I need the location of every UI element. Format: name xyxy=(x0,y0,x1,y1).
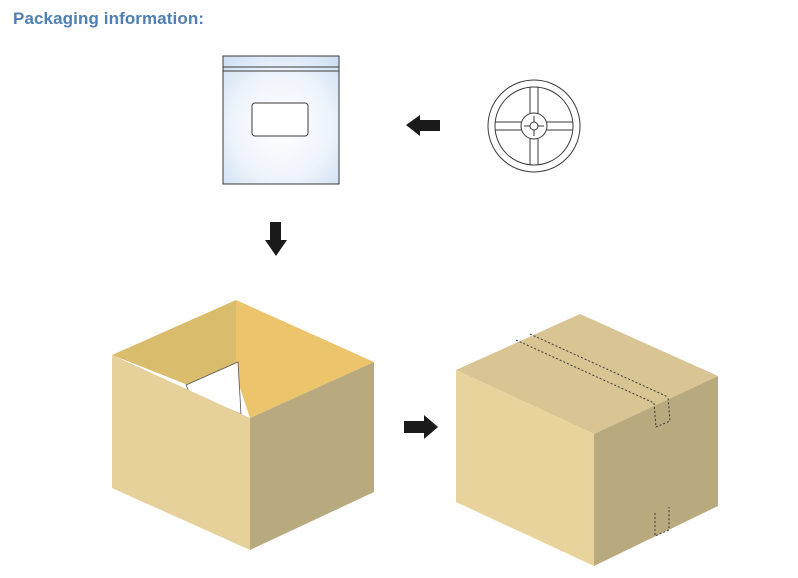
page-title: Packaging information: xyxy=(13,9,204,29)
sealing-tape-icon xyxy=(515,333,671,537)
title-colon: : xyxy=(198,9,205,28)
open-box-icon xyxy=(112,300,374,550)
title-text: Packaging information xyxy=(13,9,199,28)
bag-label-icon xyxy=(251,102,309,137)
zip-bag-icon xyxy=(222,55,340,185)
tape-reel-icon xyxy=(487,79,581,173)
arrow-down-icon xyxy=(265,222,287,256)
arrow-right-icon xyxy=(404,415,438,439)
sealed-box-icon xyxy=(456,314,718,566)
arrow-left-icon xyxy=(406,115,440,136)
